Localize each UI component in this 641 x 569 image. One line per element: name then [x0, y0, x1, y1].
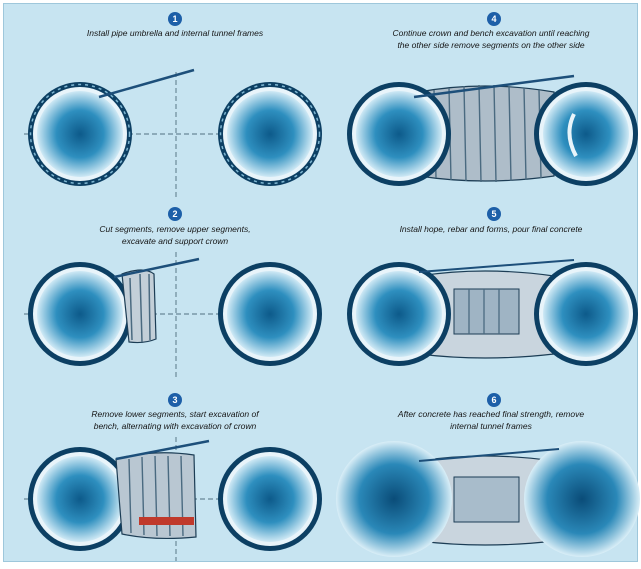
step-2-number-badge: 2	[168, 207, 182, 221]
step-3-caption-line-1: Remove lower segments, start excavation …	[25, 409, 325, 421]
step-5-number-badge: 5	[487, 207, 501, 221]
step-6-caption-line-1: After concrete has reached final strengt…	[341, 409, 641, 421]
right-tunnel-tube	[524, 441, 640, 557]
step-3-diagram	[4, 429, 324, 569]
crown-and-bench-excavation	[116, 453, 196, 539]
step-5-caption: Install hope, rebar and forms, pour fina…	[341, 224, 641, 236]
right-tunnel-tube	[218, 82, 322, 186]
step-1-caption: Install pipe umbrella and internal tunne…	[25, 28, 325, 40]
bench-invert	[139, 517, 194, 525]
step-2-diagram	[4, 244, 324, 384]
step-4-caption-line-2: the other side remove segments on the ot…	[341, 40, 641, 52]
step-4-diagram	[324, 64, 641, 204]
left-tunnel-tube	[336, 441, 452, 557]
step-5-diagram	[324, 244, 641, 384]
step-3-number-badge: 3	[168, 393, 182, 407]
pipe-umbrella	[99, 70, 194, 97]
step-6-number-badge: 6	[487, 393, 501, 407]
step-4-caption-line-1: Continue crown and bench excavation unti…	[341, 28, 641, 40]
left-tunnel-tube	[347, 262, 451, 366]
figure-panel: 1 Install pipe umbrella and internal tun…	[3, 3, 638, 562]
step-6-diagram	[324, 429, 641, 569]
step-1-number-badge: 1	[168, 12, 182, 26]
right-tunnel-tube	[534, 262, 638, 366]
right-tunnel-tube	[534, 82, 638, 186]
right-tunnel-tube	[218, 447, 322, 551]
step-4-number-badge: 4	[487, 12, 501, 26]
step-5-caption-line-1: Install hope, rebar and forms, pour fina…	[341, 224, 641, 236]
step-1-diagram	[4, 64, 324, 204]
step-4-caption: Continue crown and bench excavation unti…	[341, 28, 641, 51]
step-2-caption-line-1: Cut segments, remove upper segments,	[25, 224, 325, 236]
left-tunnel-tube	[28, 82, 132, 186]
right-tunnel-tube	[218, 262, 322, 366]
left-tunnel-tube	[347, 82, 451, 186]
step-1-caption-line-1: Install pipe umbrella and internal tunne…	[25, 28, 325, 40]
